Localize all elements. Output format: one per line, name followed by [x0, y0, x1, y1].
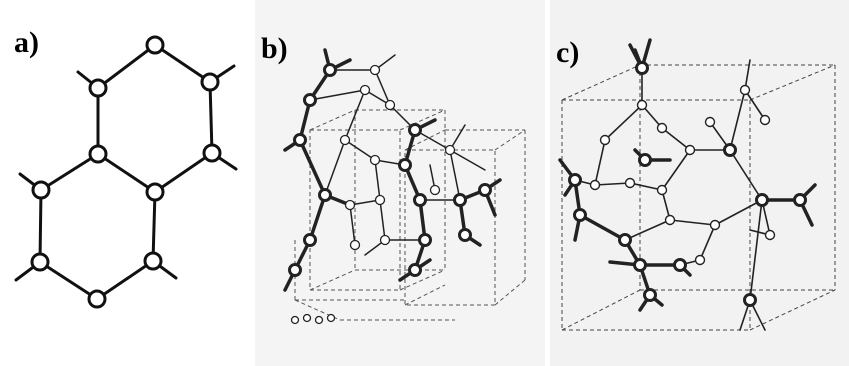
bond	[96, 43, 157, 90]
atom	[694, 254, 706, 266]
panel-c-label: c)	[556, 36, 580, 69]
atom	[369, 154, 381, 166]
atom	[673, 258, 687, 272]
atom	[202, 143, 222, 163]
atom	[589, 179, 601, 191]
atom	[145, 35, 165, 55]
atom	[759, 114, 771, 126]
panel-b: b)	[255, 0, 545, 366]
atom	[739, 84, 751, 96]
atom	[429, 184, 441, 196]
atom	[88, 78, 108, 98]
atom	[323, 63, 337, 77]
atom	[303, 233, 317, 247]
atom	[413, 193, 427, 207]
bond	[151, 190, 157, 263]
atom	[633, 258, 647, 272]
atom	[359, 84, 371, 96]
atom	[408, 123, 422, 137]
atom	[314, 315, 324, 325]
atom	[638, 153, 652, 167]
atom	[200, 72, 220, 92]
bond	[96, 152, 157, 194]
atom	[318, 188, 332, 202]
atom	[369, 64, 381, 76]
unit-cell-outline	[294, 109, 526, 321]
diamond-lattice-diagram	[283, 48, 526, 325]
atom	[303, 93, 317, 107]
atom	[624, 177, 636, 189]
cubic-network-diagram	[558, 38, 836, 331]
atom	[636, 99, 648, 111]
bond	[95, 259, 155, 301]
atom	[664, 214, 676, 226]
atom	[478, 183, 492, 197]
atom	[418, 233, 432, 247]
atom	[444, 144, 456, 156]
panel-c: c)	[550, 0, 849, 366]
bond	[38, 188, 43, 264]
bond	[39, 152, 100, 192]
atom	[326, 313, 336, 323]
atom	[408, 263, 422, 277]
atom	[88, 144, 108, 164]
atom	[344, 199, 356, 211]
atom	[379, 234, 391, 246]
atom	[573, 208, 587, 222]
atom	[293, 133, 307, 147]
panel-b-label: b)	[261, 32, 288, 65]
atom	[793, 193, 807, 207]
atom	[723, 143, 737, 157]
atom	[339, 134, 351, 146]
atom	[288, 263, 302, 277]
atom	[87, 289, 107, 309]
atom	[599, 134, 611, 146]
atom	[374, 194, 386, 206]
atom	[453, 193, 467, 207]
atom	[143, 251, 163, 271]
atom	[704, 116, 716, 128]
atom	[618, 233, 632, 247]
bond	[153, 43, 212, 84]
atom	[656, 184, 668, 196]
atom	[643, 288, 657, 302]
atom	[458, 228, 472, 242]
atom	[764, 229, 776, 241]
atom	[398, 158, 412, 172]
atom	[145, 182, 165, 202]
bond	[208, 80, 214, 155]
atom	[384, 99, 396, 111]
atom	[656, 122, 668, 134]
honeycomb-lattice-diagram	[14, 35, 238, 309]
panel-a-label: a)	[14, 26, 39, 59]
atom	[709, 219, 721, 231]
atom	[743, 293, 757, 307]
bond	[38, 260, 99, 301]
atom	[568, 173, 582, 187]
atom	[302, 313, 312, 323]
atom	[31, 180, 51, 200]
atom	[684, 144, 696, 156]
atom	[30, 252, 50, 272]
atom	[755, 193, 769, 207]
bond	[153, 151, 214, 194]
atom	[290, 315, 300, 325]
atom	[349, 239, 361, 251]
atom	[635, 61, 649, 75]
panel-a: a)	[0, 0, 250, 366]
